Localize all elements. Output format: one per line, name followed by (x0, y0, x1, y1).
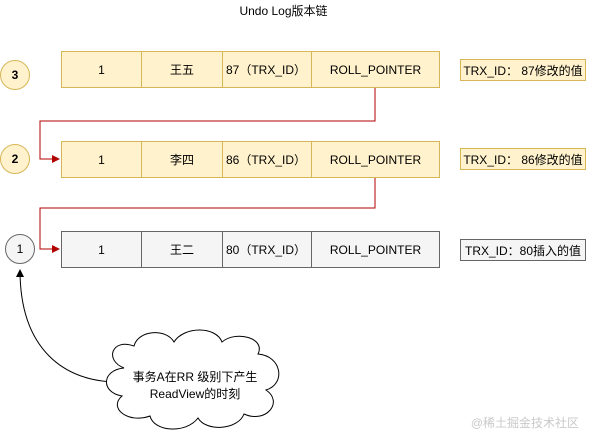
cloud-line-2: ReadView的时刻 (149, 387, 241, 401)
record-roll-pointer-cell: ROLL_POINTER (311, 141, 440, 178)
record-name-cell: 李四 (141, 141, 223, 178)
record-id-cell: 1 (61, 51, 142, 88)
record-trx-id-cell: 87（TRX_ID） (222, 51, 312, 88)
version-number-badge: 2 (0, 144, 30, 174)
version-note: TRX_ID： 87修改的值 (460, 59, 586, 81)
watermark: @稀土掘金技术社区 (470, 416, 579, 430)
record-trx-id-cell: 80（TRX_ID） (222, 231, 312, 268)
record-roll-pointer-cell: ROLL_POINTER (311, 231, 440, 268)
version-number-badge: 1 (5, 234, 35, 264)
readview-cloud (106, 329, 280, 430)
readview-cloud-label: 事务A在RR 级别下产生 ReadView的时刻 (120, 369, 270, 403)
version-note: TRX_ID： 86修改的值 (460, 148, 586, 170)
record-name-cell: 王五 (141, 51, 223, 88)
record-trx-id-cell: 86（TRX_ID） (222, 141, 312, 178)
undo-log-record: 1 王五 87（TRX_ID） ROLL_POINTER (61, 51, 440, 88)
cloud-line-1: 事务A在RR 级别下产生 (132, 370, 258, 384)
record-id-cell: 1 (61, 231, 142, 268)
record-id-cell: 1 (61, 141, 142, 178)
roll-pointer-arrow-3-to-2 (39, 88, 376, 163)
version-note: TRX_ID：80插入的值 (460, 239, 586, 261)
diagram-title: Undo Log版本链 (239, 4, 328, 18)
record-roll-pointer-cell: ROLL_POINTER (311, 51, 440, 88)
record-name-cell: 王二 (141, 231, 223, 268)
undo-log-record: 1 王二 80（TRX_ID） ROLL_POINTER (61, 231, 440, 268)
roll-pointer-arrow-2-to-1 (39, 178, 376, 253)
undo-log-record: 1 李四 86（TRX_ID） ROLL_POINTER (61, 141, 440, 178)
readview-arrow (16, 269, 119, 383)
version-number-badge: 3 (0, 60, 30, 90)
